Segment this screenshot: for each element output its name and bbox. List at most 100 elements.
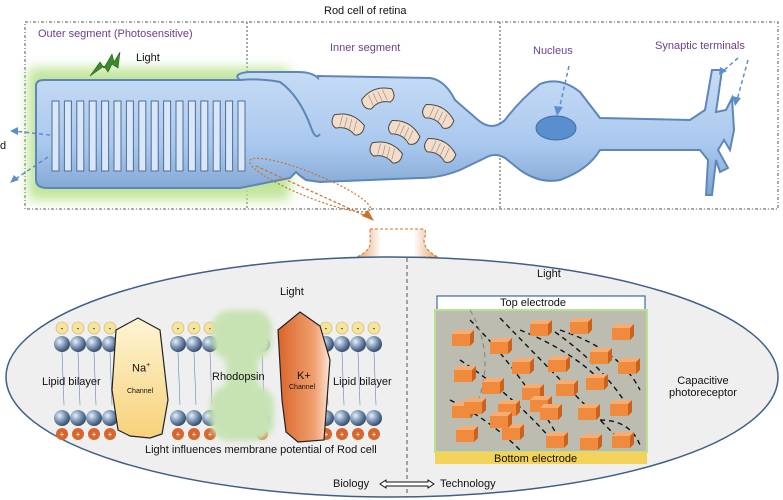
cube-side — [598, 434, 602, 450]
plus-sign: + — [92, 430, 97, 439]
nucleus-label: Nucleus — [533, 45, 573, 57]
cube-top — [490, 338, 512, 342]
cube-front — [580, 438, 598, 450]
lipid-head-lower — [366, 410, 382, 426]
cube-top — [498, 400, 520, 404]
minus-sign: - — [209, 324, 212, 333]
disc — [88, 100, 97, 172]
mitochondrion — [361, 87, 395, 110]
nanocube — [556, 380, 578, 396]
cube-front — [490, 416, 508, 428]
cube-front — [590, 352, 608, 364]
disc — [113, 100, 122, 172]
nanocube — [482, 378, 504, 394]
bottom-electrode — [435, 452, 647, 464]
crista — [377, 91, 383, 102]
minus-circle — [187, 321, 201, 335]
cube-side — [520, 424, 524, 440]
plus-sign: + — [356, 430, 361, 439]
minus-head: - — [367, 321, 381, 335]
plus-sign: + — [372, 430, 377, 439]
lipid-head-upper — [186, 336, 202, 352]
plus-head: + — [368, 428, 380, 440]
cube-front — [452, 334, 470, 346]
cut-off-label: d — [0, 140, 7, 152]
na-superscript: + — [146, 362, 151, 369]
rod-cell-body — [35, 69, 736, 196]
cube-front — [556, 384, 574, 396]
crista — [437, 111, 444, 122]
mitochondrion — [388, 120, 421, 145]
na-channel-label: Channel — [127, 388, 154, 395]
cube-top — [578, 404, 600, 408]
rhodopsin — [210, 310, 274, 441]
top-electrode-label: Top electrode — [500, 297, 567, 309]
mitochondrion — [424, 138, 457, 163]
mitochondrion-body — [361, 87, 395, 110]
cube-side — [474, 426, 478, 442]
crista — [433, 109, 439, 120]
lipid-tail — [177, 351, 181, 406]
lipid-tail — [373, 351, 377, 406]
biology-label: Biology — [333, 478, 370, 490]
lipid-bilayer-left: Lipid bilayer — [42, 376, 101, 388]
plus-circle — [56, 428, 68, 440]
minus-sign: - — [109, 324, 112, 333]
nanocube — [610, 400, 632, 416]
cube-top — [522, 384, 544, 388]
cube-top — [610, 400, 632, 404]
cube-side — [548, 320, 552, 336]
minus-sign: - — [341, 324, 344, 333]
cube-side — [558, 404, 562, 420]
plus-head: + — [104, 428, 116, 440]
synaptic-arrow-2 — [736, 59, 749, 101]
plus-sign: + — [192, 430, 197, 439]
zoom-connector — [248, 157, 372, 219]
minus-head: - — [351, 321, 365, 335]
nanocube — [512, 358, 534, 374]
cube-front — [464, 402, 482, 414]
cube-top — [512, 358, 534, 362]
lipid-head-upper — [102, 336, 118, 352]
lipid-head-upper — [334, 336, 350, 352]
cube-front — [454, 370, 472, 382]
field-line — [469, 319, 561, 441]
inner-segment-label: Inner segment — [330, 42, 401, 54]
cube-side — [500, 378, 504, 394]
cube-side — [636, 358, 640, 374]
cube-front — [490, 342, 508, 354]
minus-circle — [351, 321, 365, 335]
arrow-heads — [10, 67, 741, 183]
cube-front — [540, 408, 558, 420]
crista — [439, 145, 446, 156]
nanocube — [548, 356, 570, 372]
crista — [353, 120, 357, 132]
cube-top — [570, 318, 592, 322]
synaptic-arrow-1 — [721, 57, 739, 73]
k-channel — [277, 311, 331, 443]
mitochondria-group — [331, 87, 457, 164]
crista — [344, 117, 348, 129]
plus-head: + — [56, 428, 68, 440]
minus-sign: - — [357, 324, 360, 333]
crista — [435, 143, 441, 154]
minus-sign: - — [325, 324, 328, 333]
cube-front — [502, 428, 520, 440]
lipid-bilayer-right: Lipid bilayer — [333, 376, 392, 388]
disc — [125, 100, 134, 172]
plus-sign: + — [324, 430, 329, 439]
field-line — [499, 317, 621, 441]
plus-circle — [72, 428, 84, 440]
minus-head: - — [55, 321, 69, 335]
plus-circle — [88, 428, 100, 440]
plus-sign: + — [76, 430, 81, 439]
cube-front — [482, 382, 500, 394]
plus-sign: + — [108, 430, 113, 439]
plus-head: + — [172, 428, 184, 440]
rhodopsin-label: Rhodopsin — [212, 371, 265, 383]
cube-top — [464, 398, 486, 402]
crista — [377, 143, 381, 155]
nanocube — [464, 398, 486, 414]
cube-top — [586, 374, 608, 378]
crista — [408, 130, 414, 141]
